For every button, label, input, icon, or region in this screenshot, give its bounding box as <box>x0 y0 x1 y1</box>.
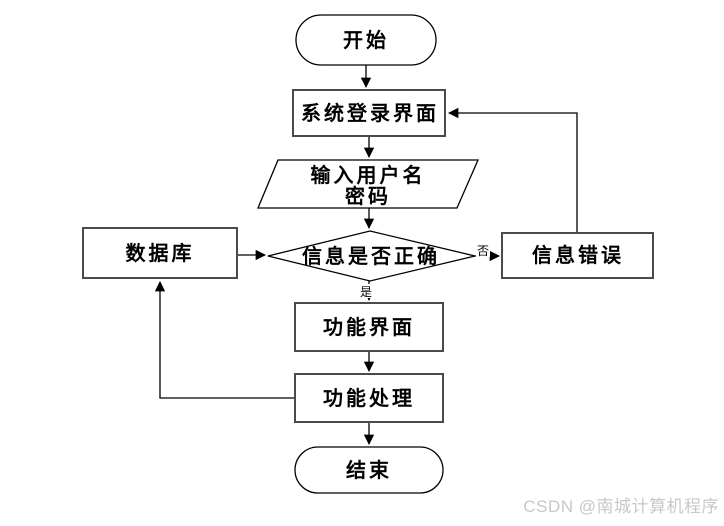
error-node-shape <box>501 232 654 279</box>
error-node-label: 信息错误 <box>532 243 624 267</box>
input-node-shape <box>257 159 479 209</box>
end-node-label: 结束 <box>346 458 392 482</box>
yes-label: 是 <box>360 285 372 299</box>
input-node-label-line1: 输入用户名 <box>311 163 426 187</box>
function-process-node-shape <box>294 373 444 423</box>
decision-node-shape <box>267 230 476 282</box>
edge-function-process-to-database <box>154 280 295 399</box>
end-node-shape <box>294 446 444 494</box>
no-label-background <box>476 244 490 257</box>
input-node-label-line2: 密码 <box>345 184 391 208</box>
database-node-label: 数据库 <box>126 241 195 265</box>
login-node-shape <box>292 89 446 137</box>
function-ui-node-label: 功能界面 <box>323 315 415 339</box>
nodes: 开始 系统登录界面 输入用户名 密码 信息是否正确 数据库 信息错误 功能界面 … <box>82 14 654 494</box>
start-node-shape <box>295 14 437 66</box>
database-node-shape <box>82 227 238 279</box>
no-label: 否 <box>477 244 489 258</box>
function-process-node-label: 功能处理 <box>323 386 415 410</box>
start-node-label: 开始 <box>343 28 389 52</box>
csdn-watermark: CSDN @南城计算机程序 <box>523 497 719 516</box>
edges <box>154 65 578 446</box>
edge-labels: 是 否 <box>358 244 490 299</box>
login-node-label: 系统登录界面 <box>301 101 439 125</box>
decision-node-label: 信息是否正确 <box>302 244 440 268</box>
yes-label-background <box>358 284 374 298</box>
function-ui-node-shape <box>294 302 444 352</box>
edge-error-to-login <box>447 107 578 233</box>
